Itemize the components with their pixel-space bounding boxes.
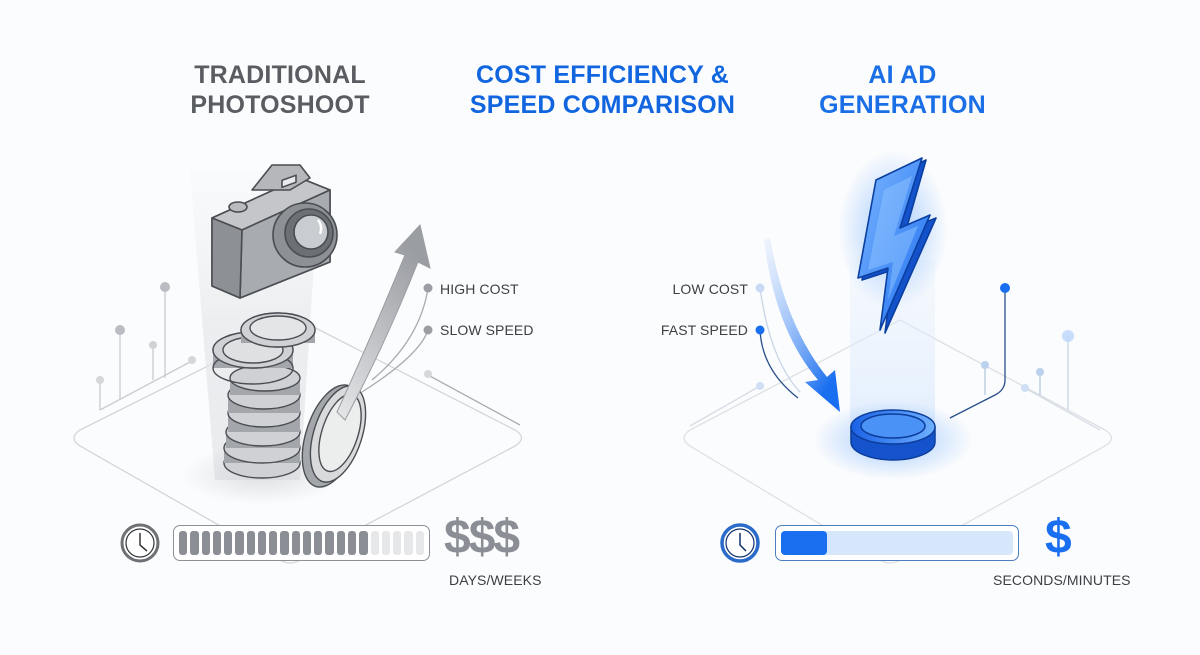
bar-segment (359, 531, 368, 555)
fast-speed-dot (755, 325, 765, 335)
title-line: GENERATION (819, 91, 986, 119)
bar-segment-empty (415, 531, 424, 555)
bar-segment (291, 531, 300, 555)
title-line: PHOTOSHOOT (190, 91, 370, 119)
bar-segment (224, 531, 233, 555)
high-cost-dollar-signs: $$$ (444, 511, 520, 564)
right-platform (683, 319, 1113, 564)
comparison-title: COST EFFICIENCY & SPEED COMPARISON (430, 60, 775, 120)
low-cost-dot (755, 283, 765, 293)
slow-speed-dot (423, 325, 433, 335)
high-cost-dot (423, 283, 433, 293)
left-callout-lines (361, 287, 521, 426)
bar-segment (347, 531, 357, 555)
slow-speed-label: SLOW SPEED (440, 322, 534, 338)
single-coin-icon (850, 409, 936, 461)
title-line: TRADITIONAL (194, 61, 366, 89)
bar-segment (269, 531, 278, 555)
bar-segment (246, 531, 255, 555)
bar-fill (781, 531, 828, 555)
downward-arrow-icon (764, 238, 840, 412)
bar-segment (302, 531, 312, 555)
left-platform (73, 319, 523, 564)
bar-segment (201, 531, 210, 555)
lightning-bolt-icon (838, 150, 948, 334)
title-line: AI AD (868, 61, 937, 89)
seconds-minutes-label: SECONDS/MINUTES (993, 572, 1131, 588)
bar-segment-empty (404, 531, 413, 555)
ai-ad-generation-title: AI AD GENERATION (780, 60, 1025, 120)
bar-segment (325, 531, 334, 555)
low-cost-label: LOW COST (672, 281, 748, 297)
right-callout-lines (689, 287, 1101, 431)
bar-segment (235, 531, 244, 555)
coin-stack-icon (212, 312, 367, 488)
days-weeks-label: DAYS/WEEKS (449, 572, 542, 588)
bar-segment-empty (370, 531, 379, 555)
bar-segment (257, 531, 267, 555)
title-line: SPEED COMPARISON (469, 91, 736, 119)
upward-arrow-icon (336, 223, 431, 421)
fast-speed-label: FAST SPEED (660, 322, 748, 338)
bar-segment (336, 531, 345, 555)
decorative-pins-left (96, 282, 196, 411)
bar-segment (280, 531, 289, 555)
clock-icon (720, 523, 760, 563)
bar-segment (212, 531, 222, 555)
title-line: COST EFFICIENCY & (476, 61, 729, 89)
time-progress-bar-fast (775, 525, 1019, 561)
bar-segment (179, 531, 188, 555)
clock-icon (120, 523, 160, 563)
bar-segment-empty (393, 531, 402, 555)
traditional-photoshoot-title: TRADITIONAL PHOTOSHOOT (150, 60, 410, 120)
low-cost-dollar-sign: $ (1045, 511, 1072, 564)
bar-segment-empty (381, 531, 391, 555)
camera-icon (211, 164, 338, 299)
high-cost-label: HIGH COST (440, 281, 519, 297)
time-progress-bar-slow (173, 525, 430, 561)
bar-track (781, 531, 1013, 555)
bar-segment (314, 531, 323, 555)
bar-segment (190, 531, 199, 555)
